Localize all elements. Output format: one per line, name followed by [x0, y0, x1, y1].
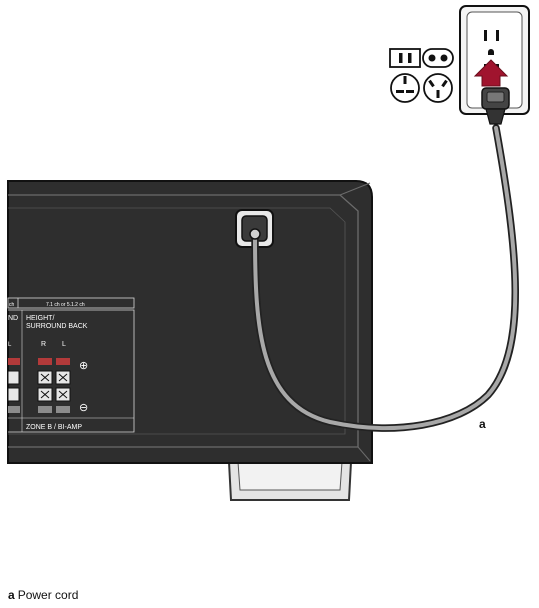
panel-header-right: 7.1 ch or 5.1.2 ch [46, 302, 85, 308]
plug-type-icons [389, 48, 454, 103]
callout-letter-a: a [479, 417, 486, 431]
terminal-plus-partial [8, 358, 20, 365]
column-title-line1: HEIGHT/ [26, 315, 54, 322]
insert-arrow-icon [473, 59, 509, 87]
wall-outlet [459, 5, 530, 115]
channel-l-label: L [62, 341, 66, 348]
plus-symbol-icon: ⊕ [79, 360, 88, 372]
terminal-screw [7, 387, 20, 402]
channel-r-label: R [41, 341, 46, 348]
terminal-minus-partial [8, 406, 20, 413]
caption-letter: a [8, 588, 15, 602]
terminal-minus-r [38, 406, 52, 413]
terminal-screw [7, 370, 20, 385]
plug-type-b-icon [390, 73, 420, 103]
caption-text: Power cord [17, 588, 79, 602]
outlet-receptacle-top [484, 30, 499, 55]
column-title-line2: SURROUND BACK [26, 323, 88, 330]
speaker-terminal-panel: ch 7.1 ch or 5.1.2 ch ND HEIGHT/ SURROUN… [7, 297, 135, 433]
power-plug [481, 87, 510, 125]
zone-label: ZONE B / BI-AMP [26, 424, 82, 431]
channel-l-partial: L [8, 342, 12, 348]
power-cord [249, 124, 519, 432]
plug-type-i-icon [423, 73, 453, 103]
column-left-label: ND [8, 315, 18, 322]
terminal-minus-l [56, 406, 70, 413]
receiver-foot [227, 461, 353, 501]
plug-type-a-icon [389, 48, 421, 68]
plug-type-c-icon [422, 48, 454, 68]
minus-symbol-icon: ⊖ [79, 402, 88, 414]
panel-header-left: ch [9, 302, 15, 308]
terminal-plus-r [38, 358, 52, 365]
terminal-plus-l [56, 358, 70, 365]
